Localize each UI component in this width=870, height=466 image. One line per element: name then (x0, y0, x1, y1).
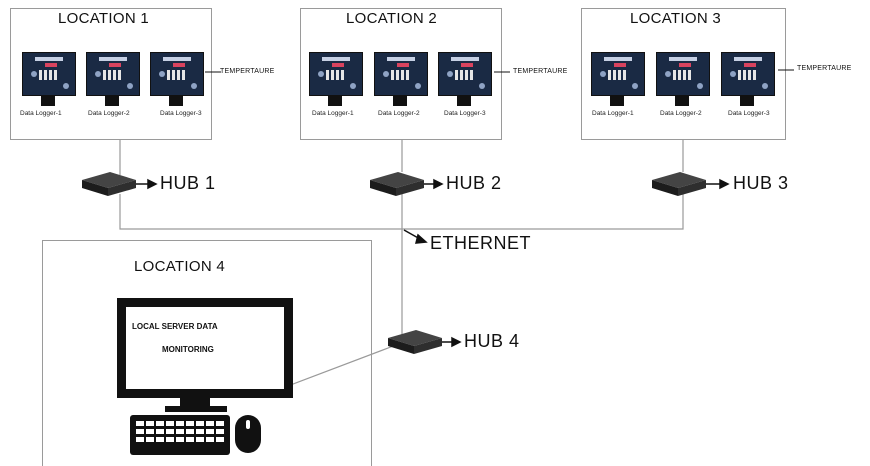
temperature-leader-line (778, 69, 794, 71)
network-diagram: LOCATION 1 Data Logger-1 Data Logger-2 D… (10, 8, 852, 466)
logger-label: Data Logger-2 (660, 110, 702, 117)
server-monitor-icon (117, 298, 293, 398)
location-4-title: LOCATION 4 (134, 258, 226, 275)
hub-4-label: HUB 4 (464, 331, 520, 351)
hub-device-icon (388, 330, 442, 354)
logger-label: Data Logger-1 (592, 110, 634, 117)
temperature-leader-line (205, 71, 221, 73)
logger-label: Data Logger-3 (160, 110, 202, 117)
monitor-text-line-2: MONITORING (162, 345, 214, 354)
data-logger-icon (656, 52, 710, 112)
data-logger-icon (309, 52, 363, 112)
keyboard-icon (130, 415, 230, 455)
location-4-box (42, 240, 372, 466)
monitor-base (165, 406, 227, 412)
data-logger-icon (438, 52, 492, 112)
data-logger-icon (150, 52, 204, 112)
monitor-text-line-1: LOCAL SERVER DATA (132, 322, 218, 331)
hub-device-icon (652, 172, 706, 196)
temperature-leader-line (494, 71, 510, 73)
data-logger-icon (86, 52, 140, 112)
data-logger-icon (374, 52, 428, 112)
data-logger-icon (721, 52, 775, 112)
temperature-label: TEMPERTAURE (220, 68, 275, 75)
mouse-icon (235, 415, 261, 453)
data-logger-icon (591, 52, 645, 112)
location-2-title: LOCATION 2 (346, 10, 438, 27)
temperature-label: TEMPERTAURE (797, 65, 852, 72)
logger-label: Data Logger-2 (378, 110, 420, 117)
data-logger-icon (22, 52, 76, 112)
wire-hub3-ethernet (402, 194, 684, 230)
logger-label: Data Logger-1 (312, 110, 354, 117)
ethernet-label: ETHERNET (430, 233, 532, 253)
wire-hub1-ethernet (119, 194, 402, 230)
hub-device-icon (82, 172, 136, 196)
logger-label: Data Logger-3 (444, 110, 486, 117)
location-3-title: LOCATION 3 (630, 10, 722, 27)
hub-device-icon (370, 172, 424, 196)
hub-1-label: HUB 1 (160, 173, 216, 193)
location-1-title: LOCATION 1 (58, 10, 150, 27)
logger-label: Data Logger-3 (728, 110, 770, 117)
monitor-stand (180, 398, 210, 408)
logger-label: Data Logger-2 (88, 110, 130, 117)
hub-3-label: HUB 3 (733, 173, 789, 193)
hub-2-label: HUB 2 (446, 173, 502, 193)
temperature-label: TEMPERTAURE (513, 68, 568, 75)
wiring-layer (119, 138, 730, 393)
logger-label: Data Logger-1 (20, 110, 62, 117)
